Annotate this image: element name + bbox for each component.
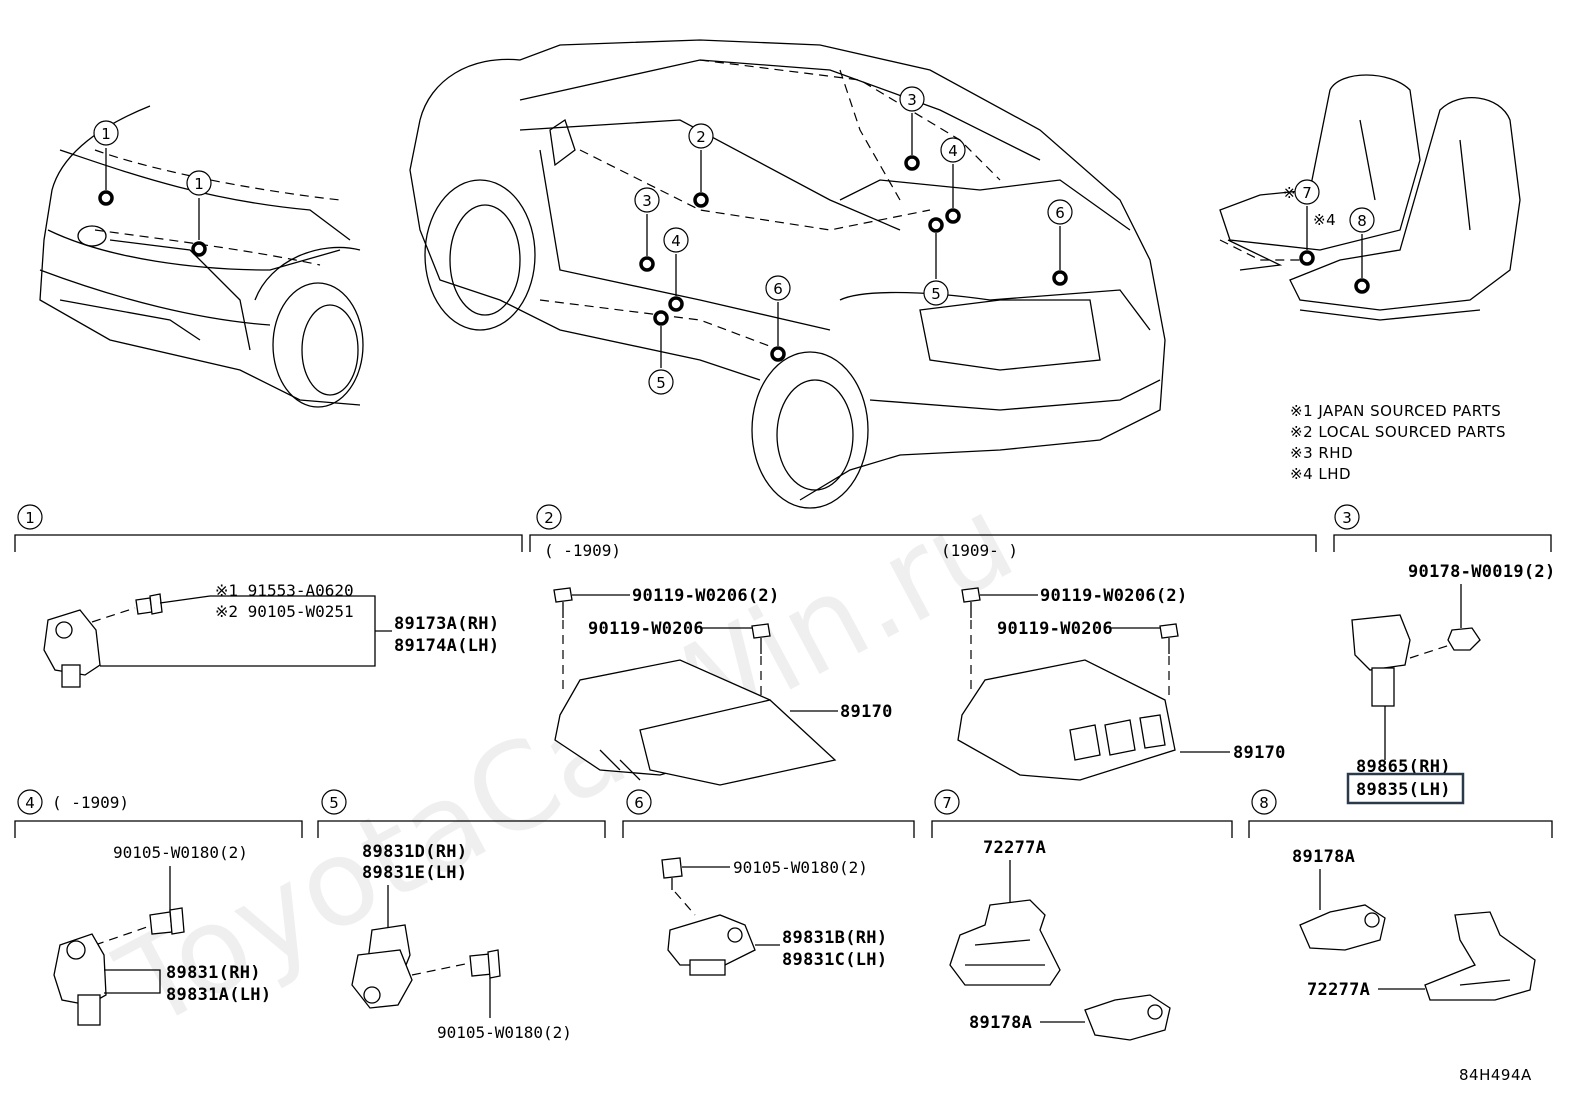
section-1-bolt-local: ※2 90105-W0251 bbox=[215, 602, 354, 621]
front-bumper-illustration bbox=[39, 105, 364, 408]
section-8-sensor: 89178A bbox=[1292, 847, 1355, 867]
diagram-code: 84H494A bbox=[1459, 1066, 1532, 1084]
section-4-range: ( -1909) bbox=[52, 793, 129, 812]
section-1-part-rh: 89173A(RH) bbox=[394, 614, 499, 634]
section-2-number: 2 bbox=[544, 509, 554, 527]
section-6-part-rh: 89831B(RH) bbox=[782, 928, 887, 948]
section-5-number: 5 bbox=[329, 794, 339, 812]
section-6-number: 6 bbox=[634, 794, 644, 812]
section-1-part-lh: 89174A(LH) bbox=[394, 636, 499, 656]
svg-text:1: 1 bbox=[194, 175, 204, 193]
section-2-left-ecu: 89170 bbox=[840, 702, 893, 722]
seat-callouts: 7 8 bbox=[1294, 179, 1375, 294]
section-3: 3 90178-W0019(2) 89865(RH) 89835(LH) bbox=[1333, 504, 1556, 805]
section-4-number: 4 bbox=[25, 794, 35, 812]
svg-text:7: 7 bbox=[1302, 184, 1312, 202]
vehicle-callouts: 2 3 4 5 6 3 4 5 bbox=[634, 86, 1073, 395]
section-6: 6 90105-W0180(2) 89831B(RH) 89831C(LH) bbox=[622, 789, 915, 976]
seat-note-lhd: ※4 bbox=[1313, 211, 1336, 229]
section-8-number: 8 bbox=[1259, 794, 1269, 812]
selected-part-highlight bbox=[1346, 772, 1465, 805]
section-2-right-range: (1909- ) bbox=[941, 541, 1018, 560]
svg-text:8: 8 bbox=[1357, 212, 1367, 230]
section-2-right-ecu: 89170 bbox=[1233, 743, 1286, 763]
svg-text:3: 3 bbox=[642, 192, 652, 210]
section-3-nut: 90178-W0019(2) bbox=[1408, 562, 1556, 582]
section-1-number: 1 bbox=[25, 509, 35, 527]
svg-text:6: 6 bbox=[773, 280, 783, 298]
section-4-part-lh: 89831A(LH) bbox=[166, 985, 271, 1005]
svg-text:5: 5 bbox=[931, 285, 941, 303]
svg-text:2: 2 bbox=[696, 128, 706, 146]
section-6-bolt: 90105-W0180(2) bbox=[733, 858, 868, 877]
section-2-left-bolt-a: 90119-W0206(2) bbox=[632, 586, 780, 606]
front-callouts: 1 1 bbox=[93, 120, 212, 257]
section-4: 4 ( -1909) 90105-W0180(2) 89831(RH) 8983… bbox=[14, 789, 303, 1026]
section-6-part-lh: 89831C(LH) bbox=[782, 950, 887, 970]
section-7-bracket: 72277A bbox=[983, 838, 1046, 858]
seat-illustration bbox=[1219, 74, 1521, 321]
svg-text:6: 6 bbox=[1055, 204, 1065, 222]
section-4-part-rh: 89831(RH) bbox=[166, 963, 261, 983]
svg-text:4: 4 bbox=[948, 142, 958, 160]
svg-text:3: 3 bbox=[907, 91, 917, 109]
notes-legend: ※1 JAPAN SOURCED PARTS ※2 LOCAL SOURCED … bbox=[1290, 402, 1506, 483]
section-2-left-range: ( -1909) bbox=[544, 541, 621, 560]
section-8-bracket: 72277A bbox=[1307, 980, 1370, 1000]
section-1: 1 ※1 91553-A0620 ※2 90105-W0251 89173A(R… bbox=[14, 504, 523, 688]
svg-text:5: 5 bbox=[656, 374, 666, 392]
section-5: 5 89831D(RH) 89831E(LH) 90105-W0180(2) bbox=[317, 789, 606, 1042]
svg-text:1: 1 bbox=[101, 125, 111, 143]
section-3-part-rh: 89865(RH) bbox=[1356, 757, 1451, 777]
section-2: 2 ( -1909) 90119-W0206(2) 90119-W0206 89… bbox=[529, 504, 1317, 786]
vehicle-illustration bbox=[409, 39, 1166, 509]
note-lhd: ※4 LHD bbox=[1290, 465, 1351, 483]
section-7-number: 7 bbox=[942, 794, 952, 812]
section-7: 7 72277A 89178A bbox=[931, 789, 1233, 1041]
section-1-bolt-japan: ※1 91553-A0620 bbox=[215, 581, 354, 600]
section-5-part-lh: 89831E(LH) bbox=[362, 863, 467, 883]
section-2-right-bolt-b: 90119-W0206 bbox=[997, 619, 1113, 639]
note-local-sourced: ※2 LOCAL SOURCED PARTS bbox=[1290, 423, 1506, 441]
section-3-part-lh: 89835(LH) bbox=[1356, 780, 1451, 800]
note-japan-sourced: ※1 JAPAN SOURCED PARTS bbox=[1290, 402, 1501, 420]
section-2-right-bolt-a: 90119-W0206(2) bbox=[1040, 586, 1188, 606]
section-3-number: 3 bbox=[1342, 509, 1352, 527]
section-7-sensor: 89178A bbox=[969, 1013, 1032, 1033]
section-2-left-bolt-b: 90119-W0206 bbox=[588, 619, 704, 639]
section-4-bolt: 90105-W0180(2) bbox=[113, 843, 248, 862]
section-5-bolt: 90105-W0180(2) bbox=[437, 1023, 572, 1042]
svg-text:4: 4 bbox=[671, 232, 681, 250]
section-8: 8 89178A 72277A bbox=[1248, 789, 1553, 1001]
section-5-part-rh: 89831D(RH) bbox=[362, 842, 467, 862]
note-rhd: ※3 RHD bbox=[1290, 444, 1353, 462]
